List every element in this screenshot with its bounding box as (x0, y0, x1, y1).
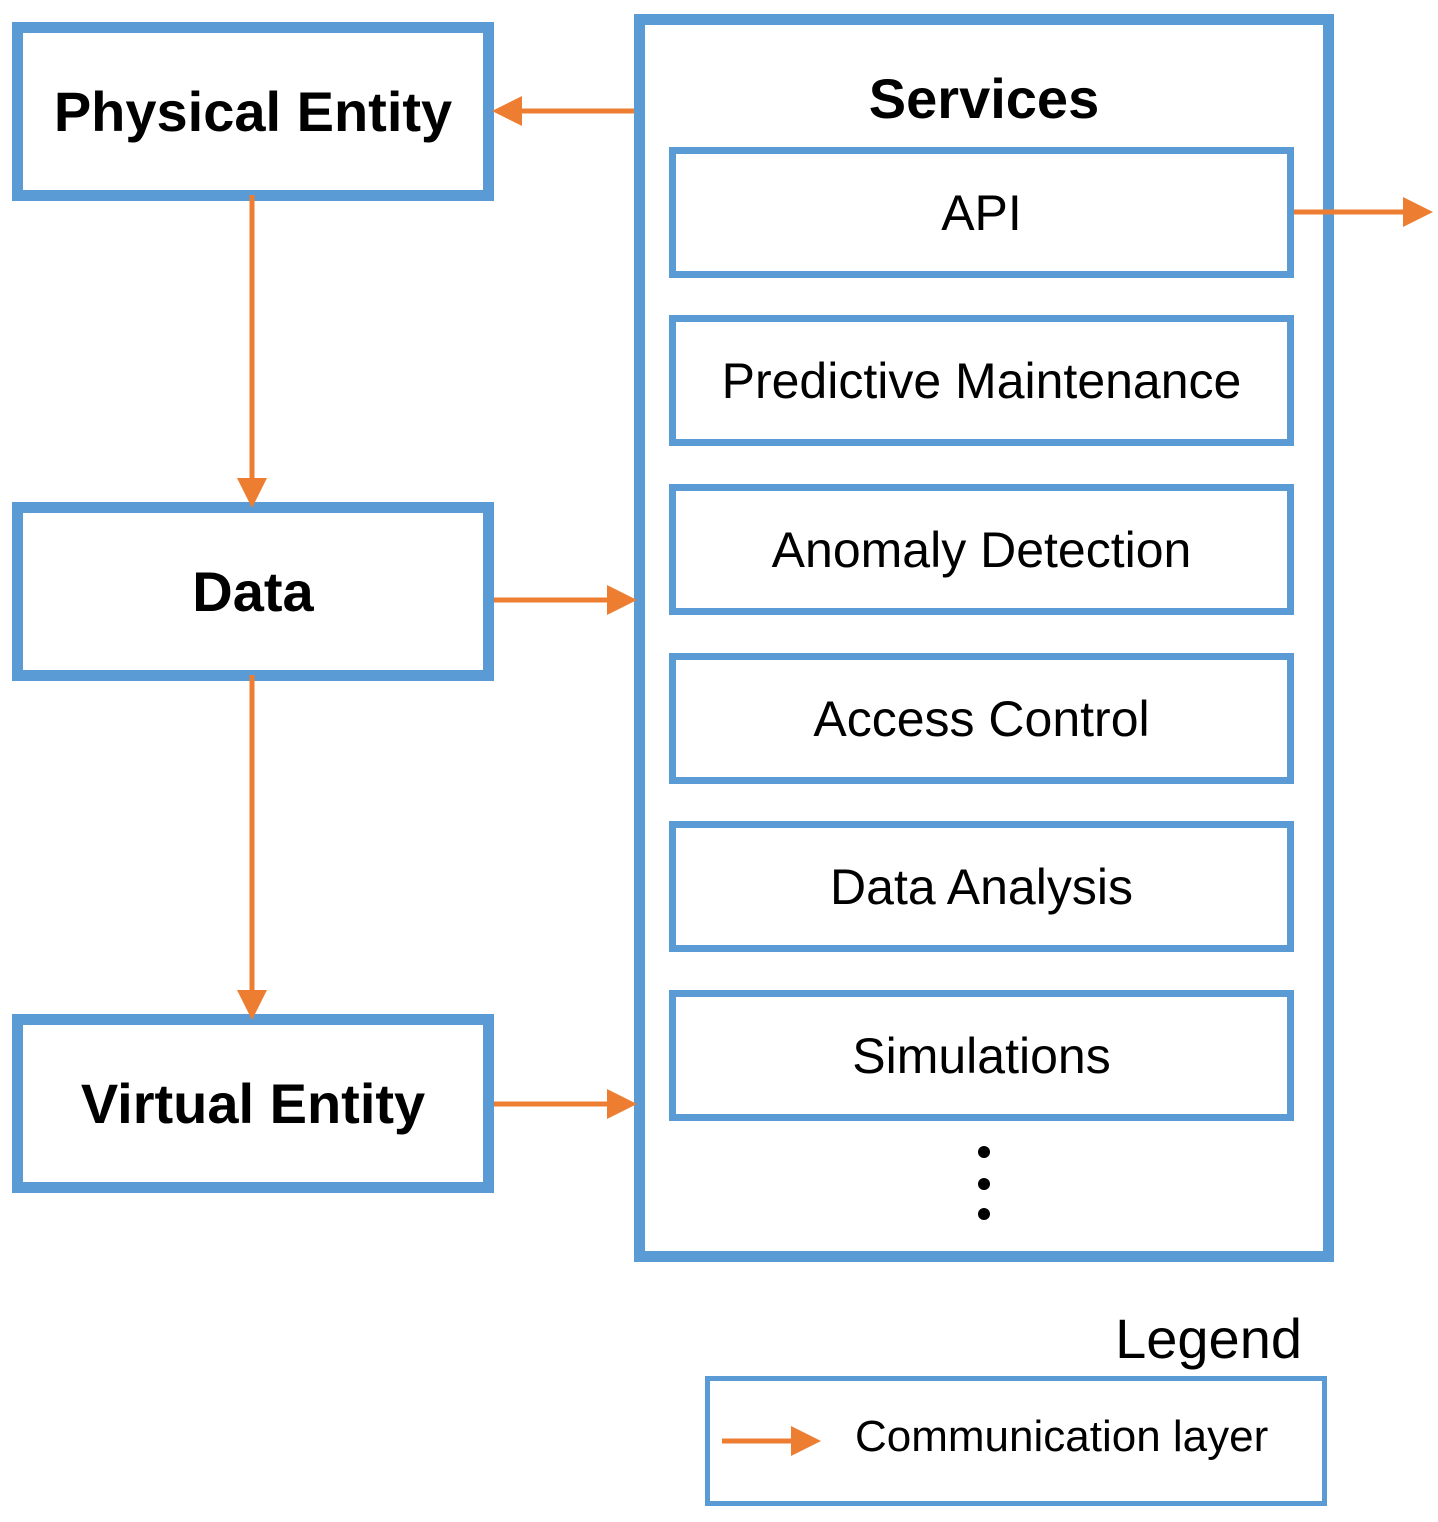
services-title: Services (868, 67, 1100, 130)
service-item-data-analysis: Data Analysis (669, 821, 1294, 952)
physical-entity-box: Physical Entity (12, 22, 494, 201)
service-item-label: Data Analysis (830, 858, 1133, 915)
physical-entity-label: Physical Entity (53, 80, 453, 143)
service-item-label: Anomaly Detection (771, 521, 1192, 578)
service-item-predictive-maintenance: Predictive Maintenance (669, 315, 1294, 446)
legend-title: Legend (1115, 1307, 1302, 1370)
virtual-entity-label: Virtual Entity (80, 1072, 426, 1135)
service-item-label: API (941, 184, 1022, 241)
service-item-label: Simulations (852, 1027, 1111, 1084)
service-item-api: API (669, 147, 1294, 278)
service-item-access-control: Access Control (669, 653, 1294, 784)
more-services-ellipsis-icon (974, 1146, 994, 1222)
data-box: Data (12, 502, 494, 681)
virtual-entity-box: Virtual Entity (12, 1014, 494, 1193)
legend-item-label: Communication layer (855, 1412, 1269, 1461)
service-item-anomaly-detection: Anomaly Detection (669, 484, 1294, 615)
service-item-label: Predictive Maintenance (721, 352, 1242, 409)
service-item-simulations: Simulations (669, 990, 1294, 1121)
data-label: Data (192, 560, 314, 623)
service-item-label: Access Control (813, 690, 1150, 747)
